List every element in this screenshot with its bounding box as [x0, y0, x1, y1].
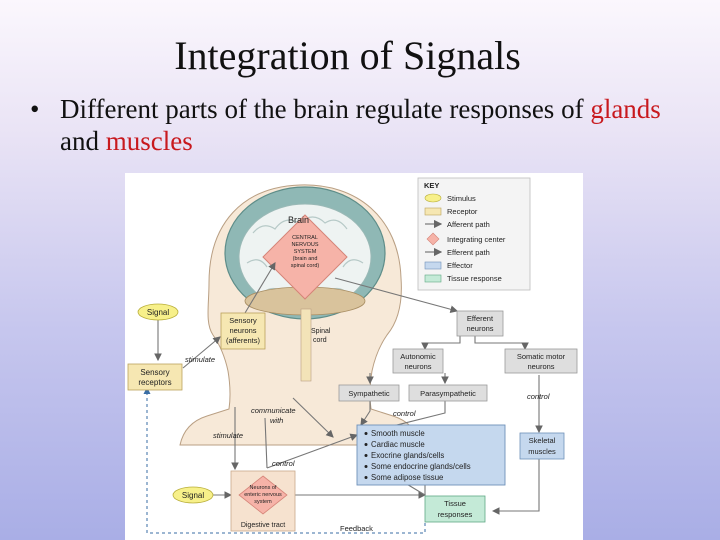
key-item-label: Stimulus — [447, 194, 476, 203]
integrating-center-diamond — [262, 214, 348, 300]
slide-title: Integration of Signals — [174, 33, 521, 78]
stimulus-signal-bottom — [172, 486, 214, 504]
sensory-neurons-label: neurons — [229, 326, 256, 335]
cns-label-line: CENTRAL — [292, 235, 318, 241]
key-integrating-swatch — [426, 232, 440, 246]
key-effector-swatch — [424, 261, 442, 270]
parasympathetic-label: Parasympathetic — [420, 389, 476, 398]
cns-label-line: spinal cord) — [291, 263, 320, 269]
key-item-label: Receptor — [447, 207, 478, 216]
efferent-neurons-box — [456, 310, 504, 337]
control-label: control — [393, 409, 416, 418]
skeletal-muscles-box — [519, 432, 565, 460]
efferent-neurons-label: Efferent — [467, 314, 494, 323]
key-tissue-swatch — [424, 274, 442, 283]
tissue-responses-label: Tissue — [444, 499, 466, 508]
stimulate-label: stimulate — [213, 431, 243, 440]
reflex-diagram-svg: Brain CENTRAL NERVOUS SYSTEM (brain and … — [127, 177, 578, 534]
enteric-label: enteric nervous — [244, 492, 282, 498]
communicate-with-label: communicate — [251, 406, 296, 415]
key-item-label: Effector — [447, 261, 473, 270]
autonomic-neurons-box — [392, 348, 444, 374]
tissue-responses-label: responses — [438, 510, 473, 519]
parasympathetic-box — [408, 384, 488, 402]
effectors-box — [356, 424, 506, 486]
communicate-with-label: with — [270, 416, 283, 425]
feedback-loop-line — [143, 387, 426, 534]
cns-label-line: SYSTEM — [294, 249, 317, 255]
sympathetic-box — [338, 384, 400, 402]
autonomic-neurons-label: Autonomic — [400, 352, 436, 361]
control-label: control — [527, 392, 550, 401]
bullet-highlight-muscles: muscles — [105, 126, 193, 157]
sympathetic-label: Sympathetic — [348, 389, 390, 398]
bullet-text-part: and — [60, 126, 106, 157]
key-item-label: Afferent path — [447, 220, 490, 229]
autonomic-neurons-label: neurons — [404, 362, 431, 371]
efferent-neurons-label: neurons — [466, 324, 493, 333]
key-title: KEY — [424, 181, 439, 190]
bullet-marker: • — [30, 94, 40, 124]
key-receptor-swatch — [424, 207, 442, 216]
effector-bullets — [364, 432, 368, 479]
stimulate-label: stimulate — [185, 355, 215, 364]
enteric-diamond — [238, 475, 288, 515]
bullet-highlight-glands: glands — [590, 94, 661, 124]
somatic-motor-label: Somatic motor — [517, 352, 566, 361]
key-item-label: Integrating center — [447, 235, 506, 244]
signal-top-label: Signal — [147, 308, 169, 317]
tissue-responses-box — [424, 495, 486, 523]
connector-lines — [154, 262, 543, 515]
key-item-label: Tissue response — [447, 274, 502, 283]
reflex-diagram-figure: Brain CENTRAL NERVOUS SYSTEM (brain and … — [125, 173, 583, 540]
cns-label-line: NERVOUS — [291, 242, 318, 248]
bullet-text-part: Different parts of the brain regulate re… — [60, 94, 591, 124]
effector-item: Some endocrine glands/cells — [371, 462, 471, 471]
effector-item: Exocrine glands/cells — [371, 451, 444, 460]
spinal-cord-label: cord — [313, 337, 327, 344]
digestive-tract-label: Digestive tract — [241, 522, 285, 529]
sensory-receptors-label: receptors — [138, 378, 171, 387]
sensory-receptors-label: Sensory — [140, 368, 169, 377]
feedback-label: Feedback — [340, 524, 373, 533]
effector-item: Cardiac muscle — [371, 440, 425, 449]
enteric-label: Neurons of — [250, 485, 277, 491]
cns-label-line: (brain and — [293, 256, 318, 262]
sensory-neurons-label: (afferents) — [226, 336, 261, 345]
spinal-cord-label: Spinal — [311, 328, 331, 335]
spinal-cord — [300, 308, 312, 382]
sensory-neurons-box — [220, 312, 266, 350]
signal-bottom-label: Signal — [182, 491, 204, 500]
somatic-motor-neurons-box — [504, 348, 578, 374]
brain-label: Brain — [288, 215, 309, 225]
skeletal-muscles-label: muscles — [528, 447, 556, 456]
sensory-neurons-label: Sensory — [229, 316, 257, 325]
control-label: control — [272, 459, 295, 468]
skeletal-muscles-label: Skeletal — [529, 436, 556, 445]
key-item-label: Efferent path — [447, 248, 490, 257]
enteric-label: system — [254, 499, 272, 505]
key-stimulus-swatch — [424, 193, 442, 203]
sensory-receptors-box — [127, 363, 183, 391]
key-legend: KEY Stimulus Receptor Afferent path Inte… — [417, 177, 531, 291]
bullet-text: Different parts of the brain regulate re… — [60, 93, 680, 158]
somatic-motor-label: neurons — [527, 362, 554, 371]
effector-item: Smooth muscle — [371, 429, 425, 438]
stimulus-signal-top — [137, 303, 179, 321]
effector-item: Some adipose tissue — [371, 473, 443, 482]
